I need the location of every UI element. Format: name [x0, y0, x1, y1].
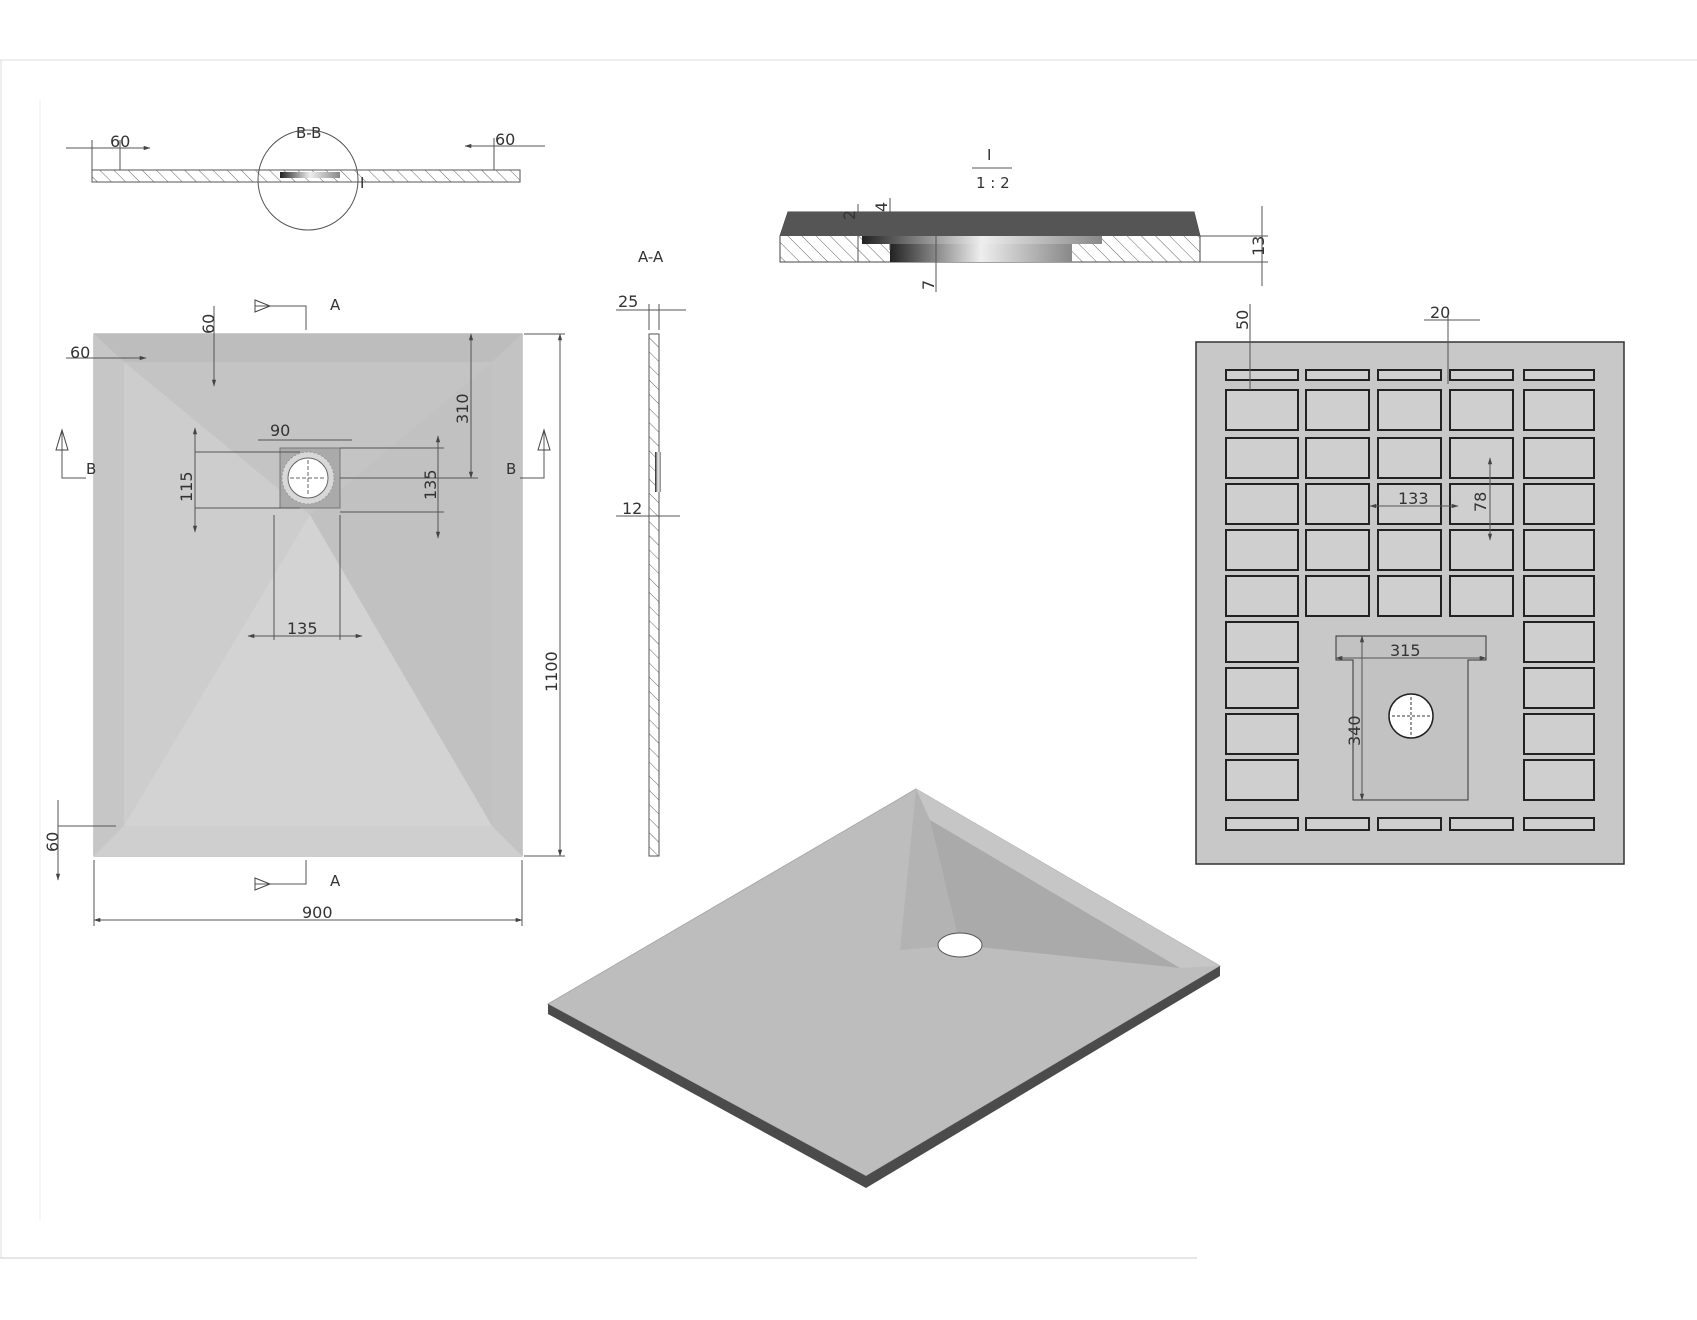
- rib-cell: [1523, 483, 1595, 525]
- bb-dim-left: 60: [110, 132, 130, 151]
- top-dim-width: 900: [302, 903, 333, 922]
- rib-cell: [1377, 389, 1442, 431]
- detail-ref-label: I: [360, 174, 364, 192]
- aa-dim-height: 12: [622, 499, 642, 518]
- rib-cell: [1449, 369, 1514, 381]
- sheet-frame: [0, 59, 1697, 1259]
- bottom-dim-pocket-h: 340: [1345, 715, 1364, 746]
- top-dim-drain-from-top: 310: [453, 393, 472, 424]
- top-dim-margin-left: 60: [70, 343, 90, 362]
- rib-cell: [1523, 667, 1595, 709]
- rib-cell: [1377, 817, 1442, 831]
- section-b-right: B: [506, 460, 516, 478]
- rib-cell: [1523, 817, 1595, 831]
- rib-cell: [1305, 369, 1370, 381]
- rib-cell: [1449, 575, 1514, 617]
- detail-dim-2: 2: [840, 210, 859, 220]
- top-dim-drain-box-w: 135: [287, 619, 318, 638]
- rib-cell: [1305, 817, 1370, 831]
- section-aa-view: A-A 25 12: [616, 248, 686, 857]
- rib-cell: [1225, 529, 1299, 571]
- rib-cell: [1377, 369, 1442, 381]
- detail-dim-13: 13: [1249, 236, 1268, 256]
- rib-cell: [1377, 437, 1442, 479]
- top-dim-margin-bottom: 60: [43, 832, 62, 852]
- rib-cell: [1305, 437, 1370, 479]
- rib-cell: [1523, 369, 1595, 381]
- rib-cell: [1377, 529, 1442, 571]
- rib-cell: [1225, 667, 1299, 709]
- rib-cell: [1305, 389, 1370, 431]
- aa-dim-width: 25: [618, 292, 638, 311]
- bottom-view: 50 20 133 78 315 340: [1195, 303, 1625, 865]
- rib-cell: [1305, 575, 1370, 617]
- detail-scale: 1 : 2: [976, 174, 1010, 192]
- drain-profile-bb: [280, 172, 340, 178]
- detail-label: I: [987, 146, 991, 164]
- top-dim-drain-diameter: 90: [270, 421, 290, 440]
- detail-dim-7: 7: [919, 280, 938, 290]
- rib-cell: [1449, 389, 1514, 431]
- rib-cell: [1225, 621, 1299, 663]
- isometric-view: [546, 788, 1221, 1188]
- rib-cell: [1305, 529, 1370, 571]
- rib-cell: [1523, 437, 1595, 479]
- rib-cell: [1225, 759, 1299, 801]
- section-aa-label: A-A: [638, 248, 664, 266]
- rib-cell: [1225, 817, 1299, 831]
- section-bb-label: B-B: [296, 124, 321, 142]
- rib-cell: [1305, 483, 1370, 525]
- rib-grid: [1225, 369, 1595, 831]
- top-dim-margin-top: 60: [199, 314, 218, 334]
- rib-cell: [1225, 483, 1299, 525]
- rib-cell: [1225, 713, 1299, 755]
- rib-cell: [1225, 389, 1299, 431]
- rib-cell: [1377, 575, 1442, 617]
- top-dim-drain-box-h: 135: [421, 469, 440, 500]
- rib-cell: [1225, 437, 1299, 479]
- rib-cell: [1225, 369, 1299, 381]
- iso-drain: [937, 932, 983, 958]
- rib-cell: [1225, 575, 1299, 617]
- detail-view: I 1 : 2 13 2 4 7: [779, 146, 1268, 292]
- rib-cell: [1523, 621, 1595, 663]
- rib-cell: [1449, 437, 1514, 479]
- bottom-dim-cell-w: 133: [1398, 489, 1429, 508]
- bottom-dim-rib-w: 20: [1430, 303, 1450, 322]
- top-dim-height: 1100: [542, 651, 561, 692]
- iso-tray-edge: [548, 966, 1220, 1188]
- detail-dim-4: 4: [872, 202, 891, 212]
- section-b-left: B: [86, 460, 96, 478]
- section-a-top: A: [330, 296, 341, 314]
- bottom-dim-cell-h: 78: [1471, 492, 1490, 512]
- top-view: A A B B 60 60 60 90 115 310 135 135: [43, 296, 565, 926]
- bb-dim-right: 60: [495, 130, 515, 149]
- section-bb-view: B-B I 60 60: [66, 124, 545, 231]
- section-a-bottom: A: [330, 872, 341, 890]
- top-dim-drain-outer: 115: [177, 471, 196, 502]
- bottom-dim-rib-top: 50: [1233, 310, 1252, 330]
- rib-cell: [1523, 389, 1595, 431]
- rib-cell: [1523, 529, 1595, 571]
- bottom-drain-hole: [1388, 693, 1434, 739]
- detail-circle: [257, 129, 359, 231]
- rib-cell: [1523, 713, 1595, 755]
- rib-cell: [1523, 759, 1595, 801]
- bottom-dim-pocket-w: 315: [1390, 641, 1421, 660]
- rib-cell: [1523, 575, 1595, 617]
- rib-cell: [1449, 529, 1514, 571]
- rib-cell: [1449, 817, 1514, 831]
